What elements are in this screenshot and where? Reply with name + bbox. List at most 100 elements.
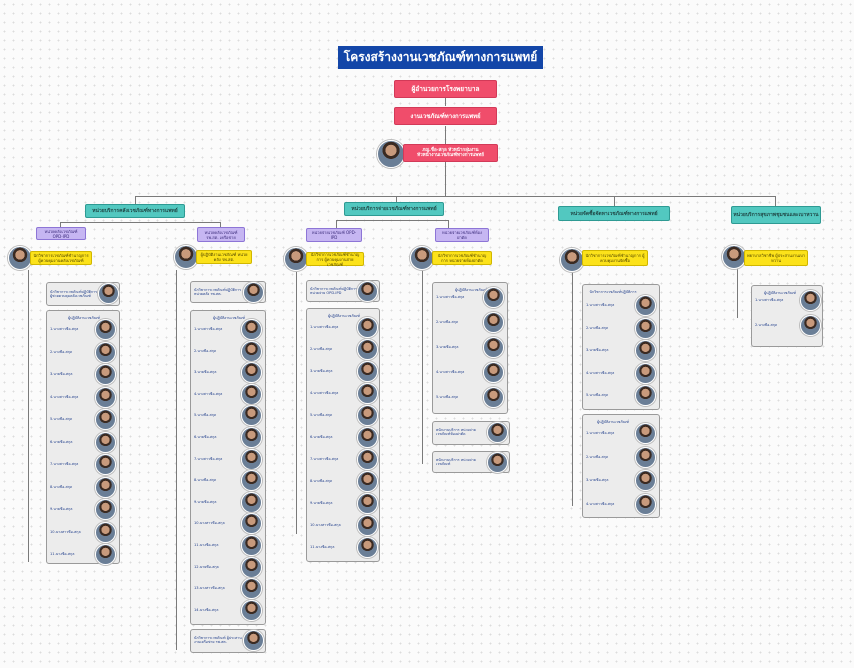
staff-name: 13.นางสาวชื่อ-สกุล bbox=[194, 586, 225, 591]
staff-name: 6.นายชื่อ-สกุล bbox=[310, 435, 333, 439]
staff-avatar bbox=[483, 362, 504, 383]
staff-name: 7.นางสาวชื่อ-สกุล bbox=[50, 462, 79, 466]
staff-name: 4.นางสาวชื่อ-สกุล bbox=[586, 370, 615, 375]
staff-name: 1.นางสาวชื่อ-สกุล bbox=[586, 303, 615, 307]
connector bbox=[445, 162, 446, 196]
supervisor-box: พยาบาลวิชาชีพ ผู้ประสานงานเบาหวาน bbox=[744, 250, 808, 266]
staff-card: นักวิชาการเวชภัณฑ์ปฏิบัติการ หน่วยจ่าย O… bbox=[306, 280, 380, 302]
connector bbox=[737, 268, 738, 318]
staff-card: นักวิชาการเวชภัณฑ์ปฏิบัติการ ผู้ช่วยควบค… bbox=[46, 282, 120, 306]
staff-avatar bbox=[357, 427, 378, 448]
staff-name: 8.นางชื่อ-สกุล bbox=[50, 484, 73, 489]
supervisor-avatar bbox=[410, 246, 434, 270]
staff-avatar bbox=[95, 341, 116, 363]
staff-avatar bbox=[357, 471, 378, 492]
staff-name: 2.นางชื่อ-สกุล bbox=[436, 320, 459, 324]
connector bbox=[135, 196, 136, 206]
staff-avatar bbox=[241, 556, 262, 578]
staff-avatar bbox=[241, 491, 262, 513]
staff-avatar bbox=[95, 409, 116, 430]
head-position: หัวหน้างานเวชภัณฑ์ทางการแพทย์ bbox=[417, 153, 484, 158]
connector bbox=[445, 126, 446, 144]
staff-name: 4.นางสาวชื่อ-สกุล bbox=[194, 391, 223, 396]
connector bbox=[448, 220, 449, 228]
staff-name: 10.นางสาวชื่อ-สกุล bbox=[310, 523, 341, 527]
supervisor-avatar bbox=[284, 247, 308, 271]
staff-name: 6.นายชื่อ-สกุล bbox=[194, 435, 217, 439]
staff-name: 8.นางชื่อ-สกุล bbox=[194, 478, 217, 483]
card-title: นักวิชาการเวชภัณฑ์ปฏิบัติการ หน่วยจ่าย O… bbox=[310, 287, 358, 295]
connector bbox=[775, 196, 776, 206]
staff-avatar bbox=[95, 476, 116, 498]
staff-name: 4.นางสาวชื่อ-สกุล bbox=[50, 394, 79, 399]
staff-name: 6.นายชื่อ-สกุล bbox=[50, 439, 73, 444]
card-heading: ผู้ปฏิบัติงานเวชภัณฑ์ bbox=[67, 316, 100, 320]
unit-procurement: หน่วยจัดซื้อจัดหาเวชภัณฑ์ทางการแพทย์ bbox=[558, 206, 670, 221]
staff-name: 3.นายชื่อ-สกุล bbox=[50, 372, 73, 376]
staff-avatar bbox=[95, 319, 116, 340]
staff-name: 11.นางชื่อ-สกุล bbox=[310, 545, 335, 549]
staff-avatar bbox=[243, 630, 264, 651]
card-heading: ผู้ปฏิบัติงานเวชภัณฑ์ bbox=[327, 314, 360, 318]
chart-title: โครงสร้างงานเวชภัณฑ์ทางการแพทย์ bbox=[338, 46, 543, 69]
head-box: ภญ.ชื่อ-สกุล หัวหน้ากลุ่มงาน หัวหน้างานเ… bbox=[403, 144, 498, 162]
card-heading: นักวิชาการเวชภัณฑ์ปฏิบัติการ bbox=[589, 290, 637, 294]
staff-avatar bbox=[635, 362, 656, 384]
unit-community: หน่วยบริการสุขภาพชุมชนและเบาหวาน bbox=[731, 206, 821, 224]
staff-avatar bbox=[357, 493, 378, 514]
card-heading: ผู้ปฏิบัติงานเวชภัณฑ์ bbox=[212, 316, 245, 320]
staff-avatar bbox=[357, 361, 378, 382]
staff-name: 2.นางชื่อ-สกุล bbox=[586, 454, 609, 459]
staff-card: นักวิชาการเวชภัณฑ์ปฏิบัติการ 1.นางสาวชื่… bbox=[582, 284, 660, 410]
staff-name: 5.นางชื่อ-สกุล bbox=[50, 417, 73, 421]
staff-avatar bbox=[241, 427, 262, 448]
staff-avatar bbox=[357, 317, 378, 338]
card-heading: ผู้ปฏิบัติงานเวชภัณฑ์ bbox=[454, 288, 487, 292]
staff-name: 2.นางชื่อ-สกุล bbox=[194, 348, 217, 353]
connector bbox=[614, 196, 615, 206]
staff-name: 8.นางชื่อ-สกุล bbox=[310, 479, 333, 483]
card-title: พนักงานบริการ หน่วยจ่ายเวชภัณฑ์ bbox=[436, 458, 476, 466]
staff-name: 3.นายชื่อ-สกุล bbox=[436, 345, 459, 349]
subunit-dispense-opd: หน่วยจ่ายเวชภัณฑ์ OPD-IPD bbox=[306, 228, 362, 242]
unit-dispensing: หน่วยบริการจ่ายเวชภัณฑ์ทางการแพทย์ bbox=[344, 202, 444, 216]
staff-name: 4.นางสาวชื่อ-สกุล bbox=[310, 391, 339, 395]
staff-avatar bbox=[635, 493, 656, 515]
card-heading: ผู้ปฏิบัติงานเวชภัณฑ์ bbox=[763, 291, 796, 295]
staff-avatar bbox=[241, 578, 262, 600]
head-avatar bbox=[377, 140, 405, 168]
staff-avatar bbox=[357, 449, 378, 470]
subunit-storage-network: หน่วยคลังเวชภัณฑ์ รพ.สต. เครือข่าย bbox=[197, 227, 245, 242]
card-title: นักวิชาการเวชภัณฑ์ปฏิบัติการ ผู้ช่วยควบค… bbox=[50, 290, 98, 298]
supervisor-avatar bbox=[560, 248, 584, 272]
connector bbox=[60, 222, 220, 223]
staff-avatar bbox=[635, 423, 656, 444]
staff-card: พนักงานบริการ หน่วยจ่ายเวชภัณฑ์ bbox=[432, 451, 510, 473]
connector bbox=[572, 272, 573, 506]
staff-avatar bbox=[357, 339, 378, 360]
staff-name: 9.นายชื่อ-สกุล bbox=[50, 507, 73, 511]
staff-avatar bbox=[95, 431, 116, 453]
supervisor-box: นักวิชาการเวชภัณฑ์ชำนาญการ หน่วยจ่ายห้อง… bbox=[432, 251, 492, 265]
connector bbox=[176, 270, 177, 650]
connector bbox=[296, 272, 297, 534]
staff-name: 7.นางสาวชื่อ-สกุล bbox=[194, 456, 223, 461]
unit-storage: หน่วยบริการคลังเวชภัณฑ์ทางการแพทย์ bbox=[85, 204, 185, 218]
staff-name: 12.นายชื่อ-สกุล bbox=[194, 564, 219, 569]
staff-avatar bbox=[483, 337, 504, 358]
staff-avatar bbox=[357, 537, 378, 558]
staff-name: 9.นายชื่อ-สกุล bbox=[194, 499, 217, 504]
staff-avatar bbox=[357, 405, 378, 426]
staff-avatar bbox=[241, 319, 262, 340]
staff-avatar bbox=[800, 315, 821, 336]
subunit-dispense-or: หน่วยจ่ายเวชภัณฑ์ห้องผ่าตัด bbox=[435, 228, 489, 242]
director-box: ผู้อำนวยการโรงพยาบาล bbox=[394, 80, 497, 98]
staff-avatar bbox=[241, 535, 262, 556]
staff-avatar bbox=[241, 599, 262, 621]
staff-avatar bbox=[95, 364, 116, 385]
staff-card: พนักงานบริการ หน่วยจ่ายเวชภัณฑ์ห้องผ่าตั… bbox=[432, 421, 510, 445]
staff-name: 14.นางชื่อ-สกุล bbox=[194, 607, 219, 612]
